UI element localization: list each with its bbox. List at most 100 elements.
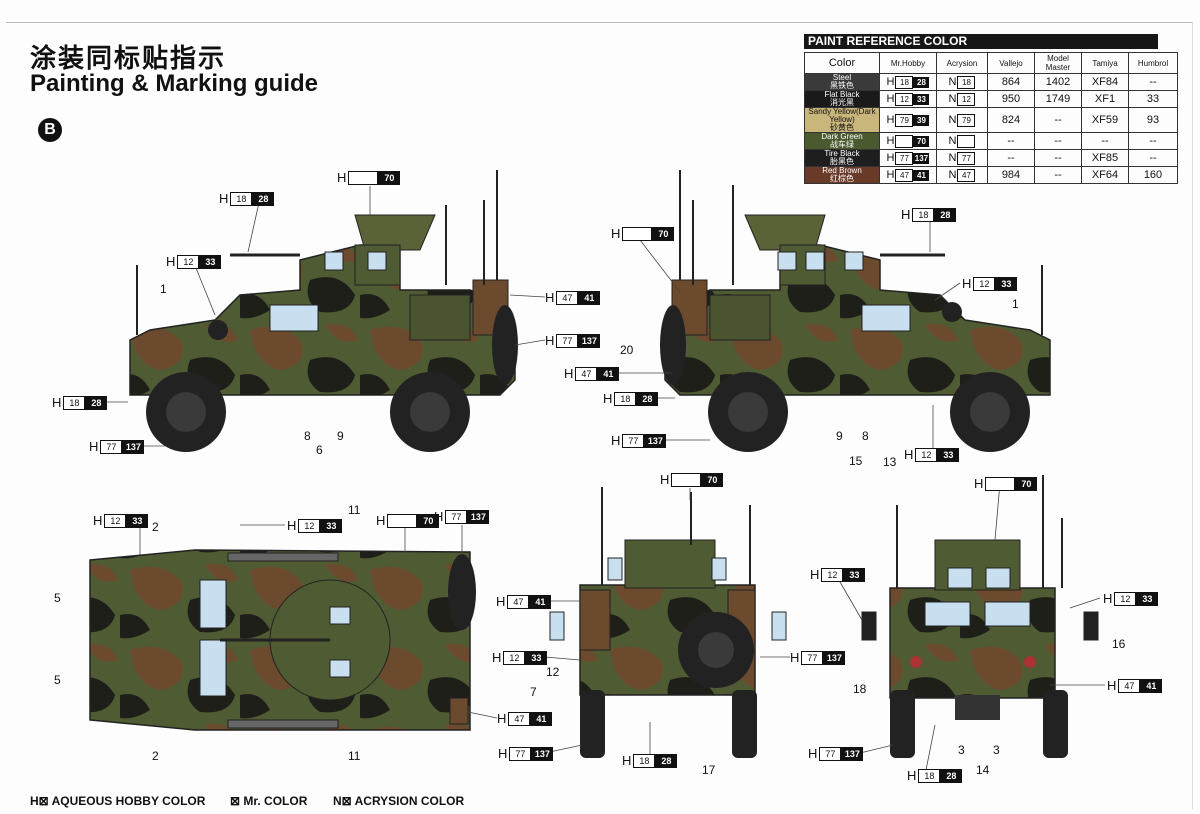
top-view bbox=[89, 549, 476, 731]
paint-name-en: Flat Black bbox=[824, 90, 860, 99]
paint-name-cn: 战车绿 bbox=[830, 140, 854, 149]
vallejo-code: 864 bbox=[987, 73, 1035, 91]
rear-view bbox=[549, 487, 787, 758]
part-number: 11 bbox=[348, 503, 361, 517]
paint-name-cn: 砂黄色 bbox=[830, 123, 854, 132]
front-view bbox=[861, 475, 1099, 758]
humbrol-code: 160 bbox=[1128, 166, 1178, 184]
paint-name-en: Red Brown bbox=[822, 166, 862, 175]
legend-acrysion: N⊠ ACRYSION COLOR bbox=[333, 794, 465, 808]
tamiya-code: XF64 bbox=[1081, 166, 1129, 184]
part-number: 3 bbox=[958, 743, 965, 757]
part-number: 1 bbox=[160, 282, 167, 296]
vallejo-code: 824 bbox=[987, 107, 1035, 133]
part-number: 5 bbox=[54, 673, 61, 687]
part-number: 11 bbox=[348, 749, 361, 763]
paint-name-cn: 红棕色 bbox=[830, 174, 854, 183]
humbrol-code: 33 bbox=[1128, 90, 1178, 108]
part-number: 8 bbox=[304, 429, 311, 443]
page-frame bbox=[6, 22, 1193, 809]
paint-table-title: PAINT REFERENCE COLOR bbox=[804, 34, 1158, 49]
part-number: 17 bbox=[702, 763, 716, 777]
humbrol-code: -- bbox=[1128, 132, 1178, 150]
part-number: 12 bbox=[546, 665, 560, 679]
paint-name-cn: 胎黑色 bbox=[830, 157, 854, 166]
vallejo-code: 950 bbox=[987, 90, 1035, 108]
modelmaster-code: 1749 bbox=[1034, 90, 1082, 108]
part-number: 2 bbox=[152, 520, 159, 534]
paint-name-en: Tire Black bbox=[824, 149, 860, 158]
paint-name-en: Steel bbox=[832, 73, 852, 82]
part-number: 7 bbox=[530, 685, 537, 699]
paint-table-header: Color Mr.Hobby Acrysion Vallejo Model Ma… bbox=[804, 52, 1178, 74]
title-english: Painting & Marking guide bbox=[30, 70, 319, 97]
part-number: 15 bbox=[849, 454, 863, 468]
vallejo-code: 984 bbox=[987, 166, 1035, 184]
paint-swatch: Sandy Yellow(Dark Yellow)砂黄色 bbox=[804, 107, 880, 133]
version-badge: B bbox=[38, 118, 62, 142]
part-number: 9 bbox=[337, 429, 344, 443]
paint-name-cn: 黑铁色 bbox=[830, 81, 854, 90]
tamiya-code: XF59 bbox=[1081, 107, 1129, 133]
part-number: 18 bbox=[853, 682, 867, 696]
part-number: 13 bbox=[883, 455, 897, 469]
legend-aqueous: H⊠ AQUEOUS HOBBY COLOR bbox=[30, 794, 206, 808]
part-number: 14 bbox=[976, 763, 990, 777]
side-view-left bbox=[129, 170, 518, 452]
part-number: 9 bbox=[836, 429, 843, 443]
tamiya-code: XF85 bbox=[1081, 149, 1129, 167]
title-chinese: 涂装同标贴指示 bbox=[30, 44, 227, 74]
part-number: 5 bbox=[54, 591, 61, 605]
part-number: 6 bbox=[316, 443, 323, 457]
humbrol-code: 93 bbox=[1128, 107, 1178, 133]
part-number: 8 bbox=[862, 429, 869, 443]
part-number: 3 bbox=[993, 743, 1000, 757]
part-number: 20 bbox=[620, 343, 634, 357]
paint-name-cn: 消光黑 bbox=[830, 98, 854, 107]
side-view-right bbox=[660, 170, 1051, 452]
paint-name-en: Dark Green bbox=[821, 132, 863, 141]
part-number: 1 bbox=[1012, 297, 1019, 311]
paint-reference-table: Color Mr.Hobby Acrysion Vallejo Model Ma… bbox=[804, 52, 1178, 184]
part-number: 2 bbox=[152, 749, 159, 763]
